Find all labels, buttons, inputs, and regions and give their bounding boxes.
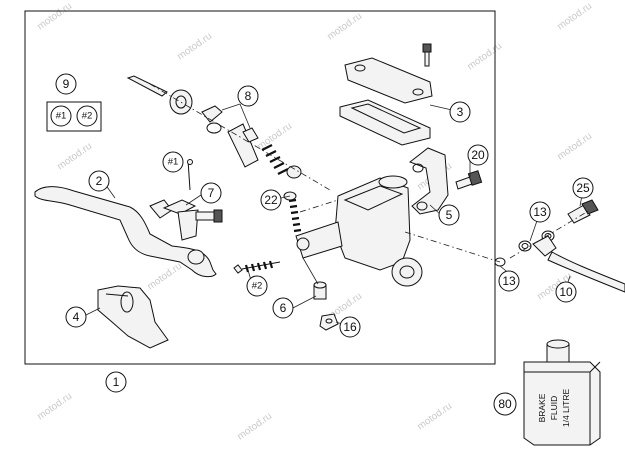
part-nut (319, 313, 339, 331)
part-brake-lever (34, 186, 217, 278)
callout-4-label: 4 (73, 310, 80, 324)
part-pivot-bolt (283, 191, 302, 233)
callout-16-label: 16 (343, 320, 357, 334)
fluid-can-label-line3: 1/4 LITRE (561, 389, 571, 428)
callout-2: 2 (88, 170, 110, 192)
callout-6-label: 6 (280, 301, 287, 315)
callout-25-label: 25 (576, 181, 590, 195)
callout-80-label: 80 (498, 397, 512, 411)
subref-1-label: #1 (168, 157, 179, 168)
fluid-can-label-line2: FLUID (549, 396, 559, 421)
fluid-can-label-line1: BRAKE (537, 393, 547, 422)
subref-2-label: #2 (252, 281, 263, 292)
callout-7: 7 (200, 182, 222, 204)
callout-20: 20 (467, 144, 489, 166)
part-master-cylinder-body (295, 175, 501, 287)
watermark: motod.ru (465, 41, 504, 73)
part-clamp-bolt (455, 170, 483, 190)
part-handlebar-clamp (408, 147, 449, 215)
part-piston-assembly (126, 75, 331, 191)
watermark: motod.ru (35, 1, 74, 33)
callout-1-label: 1 (113, 375, 120, 389)
callout-8: 8 (237, 85, 259, 107)
callout-13-lower-label: 13 (502, 274, 516, 288)
callout-2-label: 2 (96, 174, 103, 188)
part-reservoir-cover (339, 43, 433, 146)
watermark: motod.ru (175, 31, 214, 63)
watermark: motod.ru (555, 131, 594, 163)
callout-subref-1: #1 (162, 151, 184, 173)
callout-5-label: 5 (446, 208, 453, 222)
part-adjuster-assembly (149, 159, 223, 241)
subref-1-in-kit: #1 (56, 111, 67, 122)
part-brake-fluid-can: BRAKE FLUID 1/4 LITRE (523, 339, 601, 446)
callout-13-upper-label: 13 (533, 205, 547, 219)
callout-9-group: 9 #1 #2 (46, 73, 102, 132)
watermark: motod.ru (35, 391, 74, 423)
callout-3: 3 (449, 101, 471, 123)
callout-13-lower: 13 (498, 270, 520, 292)
watermark: motod.ru (415, 401, 454, 433)
callout-22: 22 (260, 189, 282, 211)
callout-6: 6 (272, 297, 294, 319)
callout-9: 9 (63, 77, 70, 91)
callout-7-label: 7 (208, 186, 215, 200)
callout-22-label: 22 (264, 193, 278, 207)
callout-1: 1 (105, 371, 127, 393)
watermark: motod.ru (325, 11, 364, 43)
assembly-frame (24, 10, 496, 365)
part-lever-cover (97, 285, 169, 349)
callout-4: 4 (65, 306, 87, 328)
callout-5: 5 (438, 204, 460, 226)
callout-10-label: 10 (559, 285, 573, 299)
watermark: motod.ru (235, 411, 274, 443)
callout-80: 80 (493, 392, 517, 416)
watermark: motod.ru (55, 141, 94, 173)
part-adjust-screw (233, 260, 281, 274)
part-bushing (302, 257, 327, 300)
callout-8-label: 8 (245, 89, 252, 103)
callout-3-label: 3 (457, 105, 464, 119)
callout-16: 16 (339, 316, 361, 338)
callout-13-upper: 13 (529, 201, 551, 223)
callout-20-label: 20 (471, 148, 485, 162)
callout-25: 25 (572, 177, 594, 199)
watermark: motod.ru (145, 261, 184, 293)
subref-2-in-kit: #2 (82, 111, 93, 122)
watermark: motod.ru (555, 1, 594, 33)
callout-subref-2: #2 (246, 275, 268, 297)
watermark: motod.ru (255, 121, 294, 153)
callout-10: 10 (555, 281, 577, 303)
